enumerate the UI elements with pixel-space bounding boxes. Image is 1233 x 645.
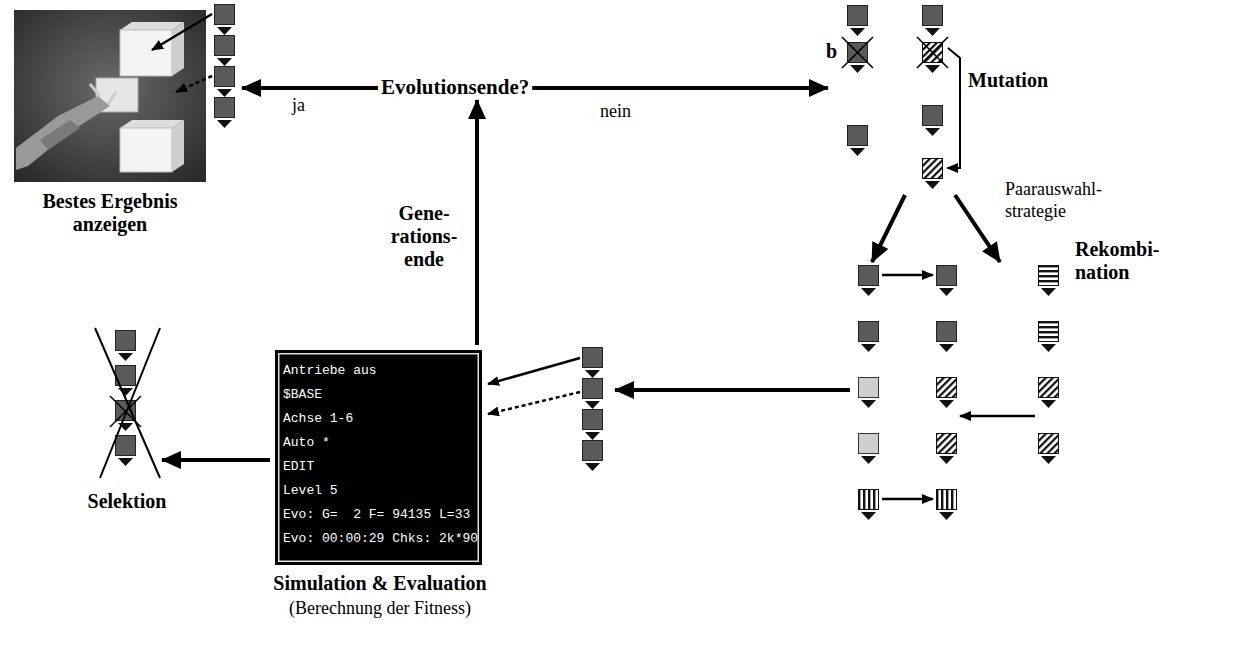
screen-line: EDIT (283, 455, 474, 479)
gene-cell (859, 490, 879, 521)
strategy-note: Paarauswahl- strategie (1005, 178, 1130, 222)
pointer-arrow (488, 358, 580, 384)
simulation-group: Antriebe aus$BASEAchse 1-6Auto *EDITLeve… (270, 345, 615, 567)
screen-line: Auto * (283, 431, 474, 455)
flow-arrow (162, 458, 270, 462)
screen-line: Level 5 (283, 479, 474, 503)
edge-label: Gene- rations- ende (380, 202, 468, 271)
recombination-group: Rekombi- nation (850, 262, 1065, 547)
pointer-arrow (488, 392, 580, 414)
flow-arrow (242, 86, 378, 90)
screen-line: Evo: G= 2 F= 94135 L=33 (283, 503, 474, 527)
step-caption: Bestes Ergebnis anzeigen (10, 190, 210, 236)
copy-arrow (882, 498, 933, 501)
mutation-group: Mutation (828, 3, 960, 195)
gene-cell (859, 266, 879, 297)
gene-cell (1039, 322, 1059, 353)
gene-cell (848, 43, 868, 74)
screen-line: $BASE (283, 383, 474, 407)
gene-cell (923, 106, 943, 137)
selected-out-chain (95, 328, 160, 478)
gene-cell (937, 490, 957, 521)
chromosome-chain (215, 5, 235, 129)
mutation-chains (842, 6, 960, 190)
pointer-arrow (152, 14, 212, 50)
gene-cell (583, 410, 603, 441)
step-caption: Selektion (47, 490, 207, 513)
gene-cell (116, 436, 136, 467)
gene-cell (923, 6, 943, 37)
gene-cell (1039, 266, 1059, 297)
gene-cell (583, 348, 603, 379)
flow-arrow (615, 388, 850, 392)
gene-cell (937, 378, 957, 409)
gene-cell (1039, 378, 1059, 409)
screen-line: Antriebe aus (283, 359, 474, 383)
terminal-screen: Antriebe aus$BASEAchse 1-6Auto *EDITLeve… (275, 350, 482, 565)
callout-letter: b (826, 40, 837, 63)
gene-cell (859, 322, 879, 353)
step-caption: Simulation & Evaluation (260, 572, 500, 595)
chromosome-chain (488, 348, 603, 472)
gene-cell (937, 322, 957, 353)
gene-cell (583, 441, 603, 472)
flow-arrow (872, 195, 905, 262)
flow-arrow (475, 100, 479, 345)
gene-cell (859, 378, 879, 409)
gene-cell (215, 67, 235, 98)
step-caption: Rekombi- nation (1075, 238, 1175, 284)
gene-cell (848, 6, 868, 37)
flow-arrow (532, 86, 828, 90)
gene-cell (859, 434, 879, 465)
gene-cell (923, 159, 943, 190)
edge-label: ja (292, 94, 305, 116)
step-subcaption: (Berechnung der Fitness) (260, 597, 500, 619)
gene-cell (937, 266, 957, 297)
gene-cell (937, 434, 957, 465)
gene-cell (848, 126, 868, 157)
decision-text: Evolutionsende? (378, 74, 532, 100)
screen-line: Evo: 00:00:29 Chks: 2k*90 (283, 527, 474, 551)
step-caption: Mutation (968, 69, 1048, 92)
gene-cell (923, 43, 943, 74)
cross-mark (842, 37, 873, 68)
cross-mark (95, 328, 160, 478)
cross-mark (917, 37, 948, 68)
screen-line: Achse 1-6 (283, 407, 474, 431)
gene-cell (215, 98, 235, 129)
gene-cell (1039, 434, 1059, 465)
result-group: Bestes Ergebnis anzeigen (10, 3, 242, 186)
gene-cell (116, 331, 136, 362)
gene-cell (215, 5, 235, 36)
selection-group: Selektion (92, 325, 162, 480)
flow-arrow (955, 195, 1000, 262)
decision-step: Evolutionsende? (378, 74, 532, 100)
gene-cell (583, 379, 603, 410)
copy-arrow (960, 415, 1035, 418)
edge-label: nein (600, 100, 631, 122)
pointer-arrow (176, 76, 212, 92)
copy-arrow (882, 274, 933, 277)
move-arrow (947, 48, 960, 168)
gene-cell (215, 36, 235, 67)
recombination-chains (859, 266, 1059, 521)
